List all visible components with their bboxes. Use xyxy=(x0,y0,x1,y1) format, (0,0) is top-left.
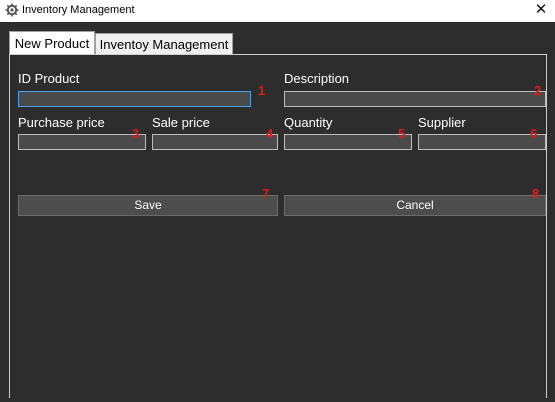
close-icon[interactable]: ✕ xyxy=(534,1,548,18)
title-bar: Inventory Management ✕ xyxy=(0,0,555,22)
badge-6: 6 xyxy=(530,126,538,141)
badge-2: 2 xyxy=(534,83,542,98)
purchase-price-label: Purchase price xyxy=(18,115,105,130)
badge-5: 5 xyxy=(398,126,406,141)
badge-8: 8 xyxy=(532,186,540,201)
badge-4: 4 xyxy=(266,126,274,141)
badge-3: 3 xyxy=(132,126,140,141)
badge-7: 7 xyxy=(262,186,270,201)
id-product-label: ID Product xyxy=(18,71,80,86)
supplier-field[interactable] xyxy=(418,134,546,150)
badge-1: 1 xyxy=(258,83,266,98)
description-label: Description xyxy=(284,71,350,86)
supplier-label: Supplier xyxy=(418,115,466,130)
id-product-field[interactable] xyxy=(18,91,251,107)
gear-icon xyxy=(5,3,19,17)
description-field[interactable] xyxy=(284,91,546,107)
purchase-price-field[interactable] xyxy=(18,134,146,150)
quantity-field[interactable] xyxy=(284,134,412,150)
tab-inventory-management[interactable]: Inventoy Management xyxy=(95,33,233,54)
new-product-panel: ID Product 1 Description 2 Purchase pric… xyxy=(9,54,547,398)
tab-new-product[interactable]: New Product xyxy=(9,31,95,54)
sale-price-label: Sale price xyxy=(152,115,210,130)
quantity-label: Quantity xyxy=(284,115,333,130)
save-button[interactable]: Save xyxy=(18,195,278,216)
sale-price-field[interactable] xyxy=(152,134,278,150)
window-title: Inventory Management xyxy=(22,4,135,16)
window-body: New Product Inventoy Management ID Produ… xyxy=(0,22,555,402)
cancel-button[interactable]: Cancel xyxy=(284,195,546,216)
